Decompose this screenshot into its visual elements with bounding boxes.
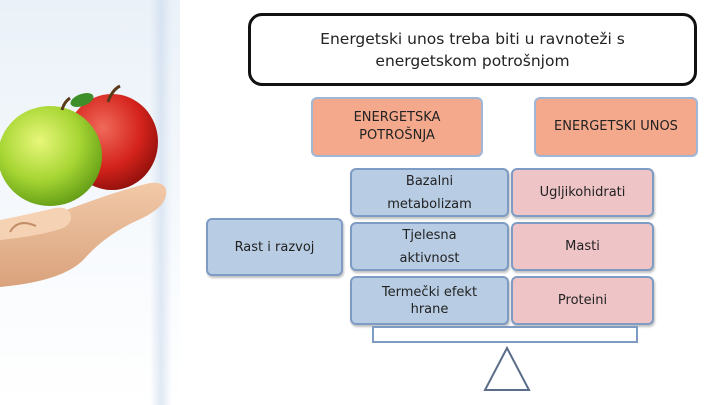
expenditure-item-line-2: aktivnost <box>400 250 460 267</box>
scale-beam <box>372 326 638 343</box>
expenditure-item-thermic: Termečki efekt hrane <box>350 276 509 325</box>
expenditure-item-line-1: Bazalni <box>406 173 453 190</box>
expenditure-item-line-1: Termečki efekt <box>382 284 477 301</box>
expenditure-item-line-2: hrane <box>382 301 477 318</box>
intake-item-carbohydrates: Ugljikohidrati <box>511 168 654 217</box>
hand-holding-apples-icon <box>0 80 175 300</box>
expenditure-item-basal: Bazalni metabolizam <box>350 168 509 217</box>
expenditure-item-line-1: Tjelesna <box>402 227 456 244</box>
intake-header-label: ENERGETSKI UNOS <box>554 118 678 136</box>
title-line-1: Energetski unos treba biti u ravnoteži s <box>320 28 625 50</box>
intake-item-label: Proteini <box>558 292 607 309</box>
title-box: Energetski unos treba biti u ravnoteži s… <box>248 13 697 86</box>
intake-item-fats: Masti <box>511 222 654 271</box>
expenditure-item-line-2: metabolizam <box>387 196 472 213</box>
expenditure-header: ENERGETSKA POTROŠNJA <box>311 97 483 157</box>
expenditure-header-line-2: POTROŠNJA <box>354 127 441 145</box>
expenditure-item-activity: Tjelesna aktivnost <box>350 222 509 271</box>
expenditure-header-line-1: ENERGETSKA <box>354 109 441 127</box>
intake-header: ENERGETSKI UNOS <box>534 97 698 157</box>
growth-box: Rast i razvoj <box>206 218 343 276</box>
intake-item-label: Ugljikohidrati <box>540 184 626 201</box>
title-line-2: energetskom potrošnjom <box>320 50 625 72</box>
growth-label: Rast i razvoj <box>235 239 315 256</box>
intake-item-proteins: Proteini <box>511 276 654 325</box>
scale-fulcrum-icon <box>483 346 531 392</box>
intake-item-label: Masti <box>565 238 600 255</box>
